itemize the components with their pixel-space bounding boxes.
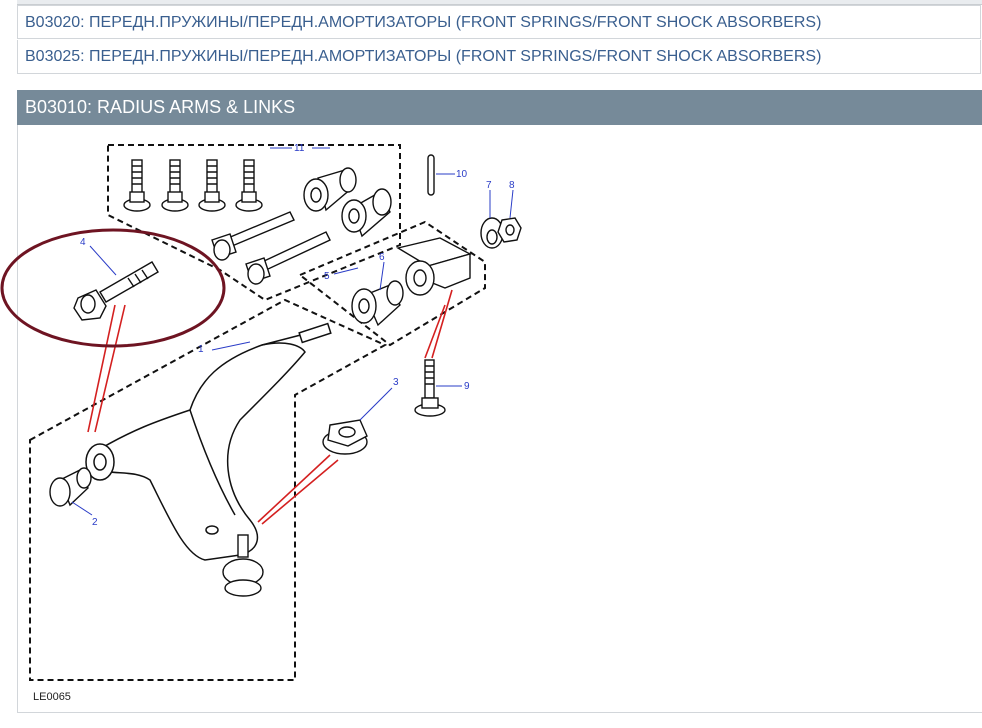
- mount-bracket: [396, 237, 472, 296]
- callout-1: 1: [198, 344, 204, 355]
- long-bolt: [245, 231, 331, 285]
- callout-4: 4: [80, 237, 86, 248]
- group-outline-5: [298, 220, 486, 347]
- callout-10: 10: [456, 169, 468, 180]
- related-section-row: B03025: ПЕРЕДН.ПРУЖИНЫ/ПЕРЕДН.АМОРТИЗАТО…: [17, 40, 981, 74]
- bush: [341, 188, 392, 238]
- washer-and-nut: [480, 217, 522, 249]
- bush: [303, 167, 357, 212]
- callout-5: 5: [324, 271, 330, 282]
- group-outline-11: [107, 144, 401, 302]
- callout-7: 7: [486, 180, 492, 191]
- bolt-4: [73, 261, 159, 321]
- red-arrow: [94, 304, 126, 433]
- flange-bolt: [161, 159, 189, 212]
- related-section-link-b03020[interactable]: B03020: ПЕРЕДН.ПРУЖИНЫ/ПЕРЕДН.АМОРТИЗАТО…: [25, 14, 822, 31]
- callout-6: 6: [379, 252, 385, 263]
- bush-set-11: [303, 167, 392, 238]
- leader-lines: [71, 147, 514, 516]
- group-outlines: [29, 144, 486, 681]
- bolt-9: [414, 359, 446, 417]
- flange-bolt: [123, 159, 151, 212]
- red-arrow: [431, 289, 453, 359]
- callout-8: 8: [509, 180, 515, 191]
- section-header: B03010: RADIUS ARMS & LINKS: [17, 90, 982, 125]
- flange-bolt: [235, 159, 263, 212]
- section-title: B03010: RADIUS ARMS & LINKS: [25, 97, 296, 117]
- bush-2: [49, 467, 92, 507]
- radius-arm: [85, 322, 332, 561]
- top-border: [17, 0, 982, 5]
- red-arrow: [87, 304, 116, 433]
- related-section-row: B03020: ПЕРЕДН.ПРУЖИНЫ/ПЕРЕДН.АМОРТИЗАТО…: [17, 5, 981, 39]
- figure-code: LE0065: [33, 691, 71, 703]
- highlight-circle: [0, 228, 226, 348]
- related-section-link-b03025[interactable]: B03025: ПЕРЕДН.ПРУЖИНЫ/ПЕРЕДН.АМОРТИЗАТО…: [25, 48, 822, 65]
- callout-9: 9: [464, 381, 470, 392]
- red-arrow: [261, 459, 339, 525]
- red-arrow: [424, 304, 446, 359]
- group-outline-1: [29, 298, 388, 681]
- callout-11: 11: [294, 143, 305, 154]
- long-bolt: [211, 211, 295, 261]
- bush-6: [351, 280, 404, 327]
- bolt-set-11: [123, 159, 331, 285]
- flange-bolt: [198, 159, 226, 212]
- pin-10: [427, 154, 435, 196]
- nut-3: [322, 419, 368, 455]
- red-arrow: [257, 454, 331, 523]
- callout-3: 3: [393, 377, 399, 388]
- callout-2: 2: [92, 517, 98, 528]
- fitment-arrows: [87, 289, 453, 525]
- ball-joint: [222, 534, 264, 597]
